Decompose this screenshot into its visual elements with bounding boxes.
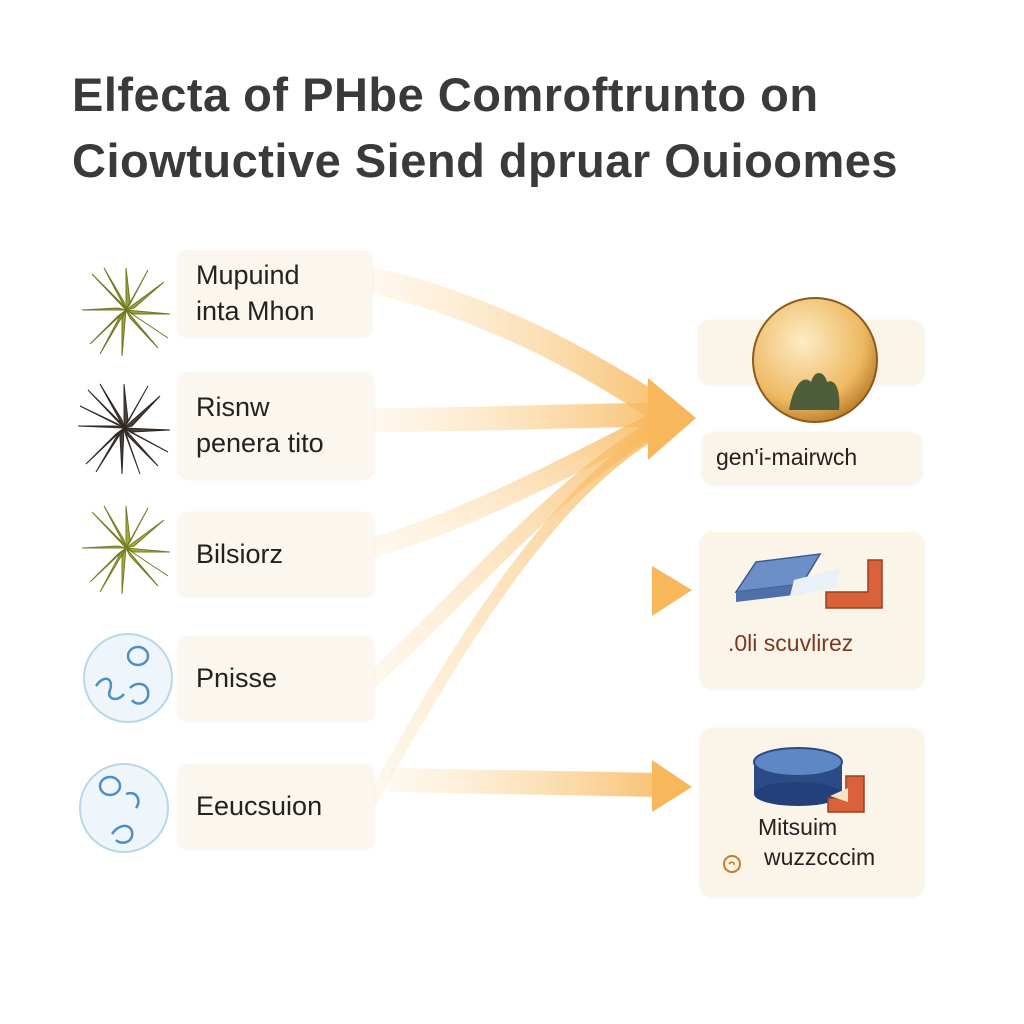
water-bubble-icon — [79, 763, 169, 853]
arrow-input1-output1 — [359, 267, 673, 423]
green-plant-icon — [81, 505, 171, 595]
input-2-line-1: Risnw — [196, 392, 270, 422]
input-card-4: Pnisse — [178, 636, 374, 720]
arrow-input2-output1 — [360, 403, 672, 432]
green-plant-icon — [81, 267, 171, 357]
water-bubble-icon — [83, 633, 173, 723]
output-card-3: Mitsuim wuzzcccim — [700, 728, 924, 896]
input-card-1: Mupuind inta Mhon — [178, 250, 372, 336]
input-card-5: Eeucsuion — [178, 764, 374, 848]
input-4-line-1: Pnisse — [196, 663, 278, 693]
output-1-label: gen'i-mairwch — [716, 444, 858, 470]
input-card-2: Risnw penera tito — [178, 372, 374, 478]
arrowhead-output2 — [652, 566, 692, 616]
golden-sphere-icon — [752, 297, 878, 423]
circle-glyph-icon — [723, 855, 741, 873]
output-card-2: .0li scuvlirez — [700, 532, 924, 688]
input-1-line-1: Mupuind — [196, 260, 300, 290]
title-line-2: Ciowtuctive Siend dpruar Ouioomes — [72, 134, 899, 187]
dark-plant-icon — [77, 383, 171, 475]
arrowhead-output3 — [652, 760, 692, 812]
input-card-3: Bilsiorz — [178, 512, 374, 596]
arrow-to-output3 — [389, 768, 661, 797]
input-5-line-1: Eeucsuion — [196, 791, 323, 821]
blue-disc-icon — [753, 747, 865, 813]
title-line-1: Elfecta of PHbe Comroftrunto on — [72, 68, 819, 121]
output-3-line-1: Mitsuim — [758, 814, 838, 840]
diagram-title: Elfecta of PHbe Comroftrunto on Ciowtuct… — [72, 62, 972, 194]
input-2-line-2: penera tito — [196, 428, 324, 458]
arrowhead-output1 — [648, 378, 696, 460]
output-2-label: .0li scuvlirez — [728, 630, 854, 656]
input-1-line-2: inta Mhon — [196, 296, 315, 326]
output-3-line-2: wuzzcccim — [764, 844, 876, 870]
blocks-icon — [734, 553, 883, 609]
input-3-line-1: Bilsiorz — [196, 539, 284, 569]
output-card-1: gen'i-mairwch — [702, 432, 922, 484]
